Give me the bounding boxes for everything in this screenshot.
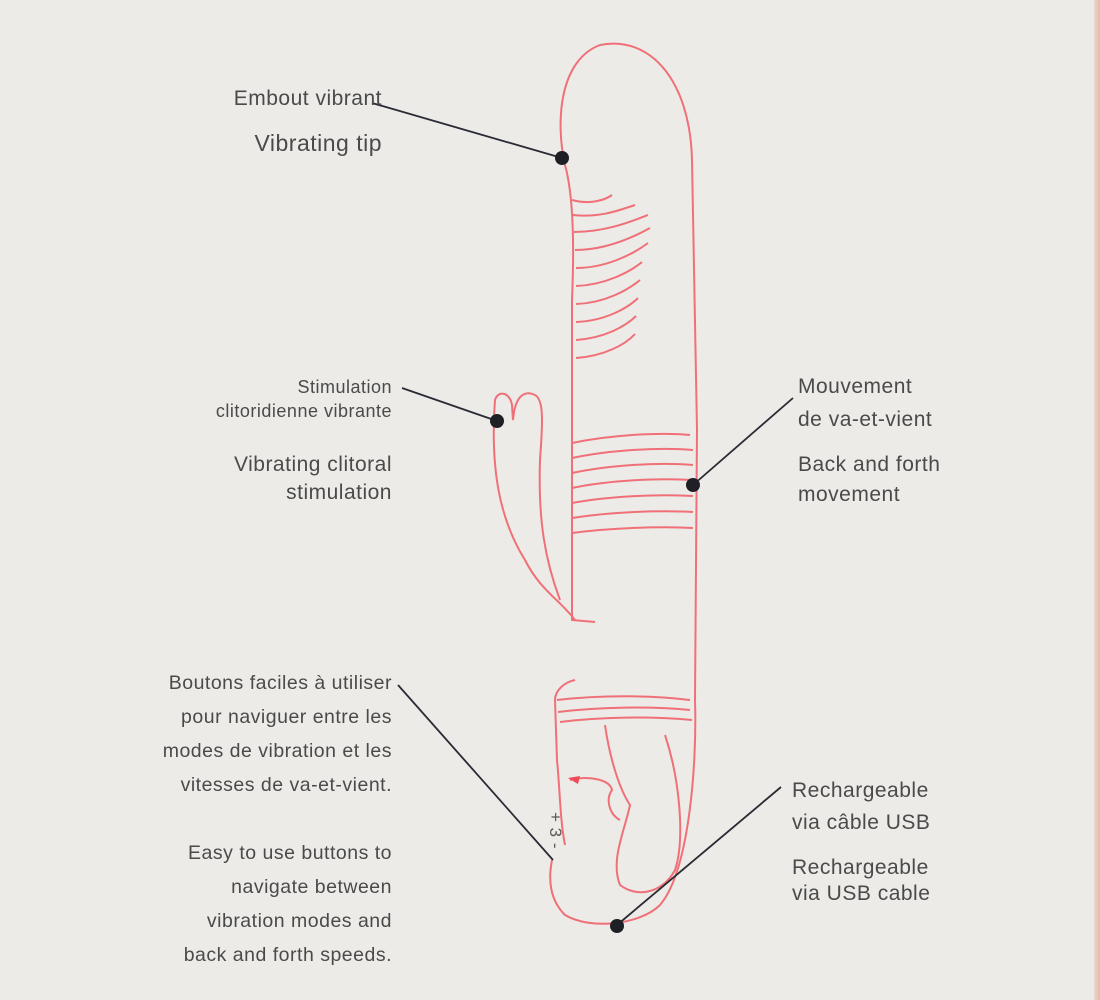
device-outline [492, 42, 699, 925]
label-buttons-en-line: navigate between [231, 876, 392, 898]
label-tip-en: Vibrating tip [254, 130, 382, 156]
leader-lines [371, 102, 794, 926]
label-thrust-en-1: Back and forth [798, 453, 941, 476]
label-thrust-fr-1: Mouvement [798, 375, 913, 398]
button-accent [568, 776, 580, 784]
button-markings: + 3 - [546, 812, 565, 849]
label-usb-fr-2: via câble USB [792, 811, 931, 834]
label-usb-en-1: Rechargeable [792, 856, 929, 879]
label-clit-en-2: stimulation [286, 481, 392, 504]
package-edge [1094, 0, 1100, 1000]
label-usb-fr-1: Rechargeable [792, 779, 929, 802]
label-buttons-en-line: vibration modes and [206, 910, 392, 932]
label-buttons-fr-line: Boutons faciles à utiliser [168, 672, 392, 694]
label-buttons-fr-line: pour naviguer entre les [181, 706, 392, 728]
label-usb-en-2: via USB cable [792, 882, 931, 905]
callout-dots [490, 151, 700, 933]
ribs-middle [571, 432, 694, 534]
label-buttons-fr: Boutons faciles à utiliser pour naviguer… [163, 666, 392, 802]
label-thrust-en-2: movement [798, 483, 901, 506]
label-buttons-fr-line: modes de vibration et les [162, 740, 392, 762]
label-tip-fr: Embout vibrant [233, 87, 382, 110]
label-buttons-en-line: Easy to use buttons to [188, 842, 392, 864]
label-clit-fr-2: clitoridienne vibrante [215, 401, 392, 421]
label-clit-en-1: Vibrating clitoral [233, 453, 392, 476]
label-thrust-fr-2: de va-et-vient [798, 408, 933, 431]
label-buttons-fr-line: vitesses de va-et-vient. [180, 774, 392, 796]
label-clit-fr-1: Stimulation [297, 377, 392, 397]
ribs-upper [571, 194, 651, 359]
label-buttons-en-line: back and forth speeds. [183, 944, 392, 966]
label-buttons-en: Easy to use buttons to navigate between … [184, 836, 392, 972]
